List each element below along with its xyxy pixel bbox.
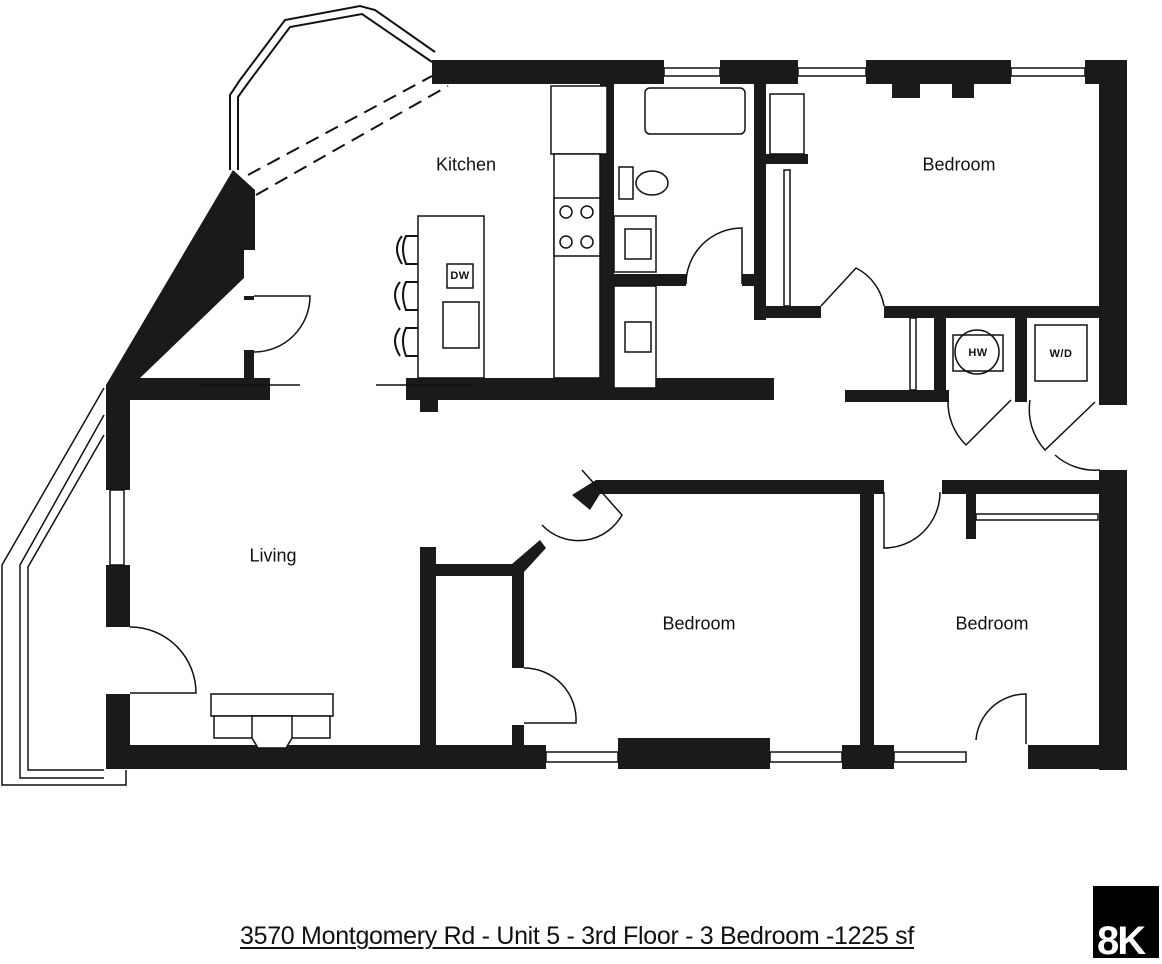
- brand-logo: 8K: [1093, 886, 1159, 963]
- room-label-bedroom-2: Bedroom: [662, 613, 736, 634]
- room-label-bedroom-3: Bedroom: [955, 613, 1029, 634]
- room-label-living: Living: [249, 545, 297, 566]
- stove-burners: [559, 205, 594, 249]
- brand-logo-text: 8K: [1097, 919, 1146, 963]
- bay-window: [229, 4, 436, 170]
- media-console: [210, 693, 334, 749]
- room-label-kitchen: Kitchen: [435, 154, 497, 175]
- bay-dashed: [247, 75, 449, 196]
- washer-dryer-label: W/D: [1049, 348, 1073, 360]
- laundry-fixtures: [783, 169, 1099, 521]
- kitchen-counters: [417, 85, 608, 379]
- doors: [129, 227, 1101, 744]
- bath-fixtures: [613, 87, 805, 389]
- dishwasher-label: DW: [450, 270, 470, 282]
- water-heater-label: HW: [968, 347, 988, 359]
- unit-caption: 3570 Montgomery Rd - Unit 5 - 3rd Floor …: [240, 922, 914, 950]
- bar-stools: [394, 235, 418, 357]
- balcony: [1, 387, 127, 786]
- room-label-bedroom-1: Bedroom: [922, 154, 996, 175]
- windows: [109, 67, 1086, 763]
- walls: [106, 60, 1127, 770]
